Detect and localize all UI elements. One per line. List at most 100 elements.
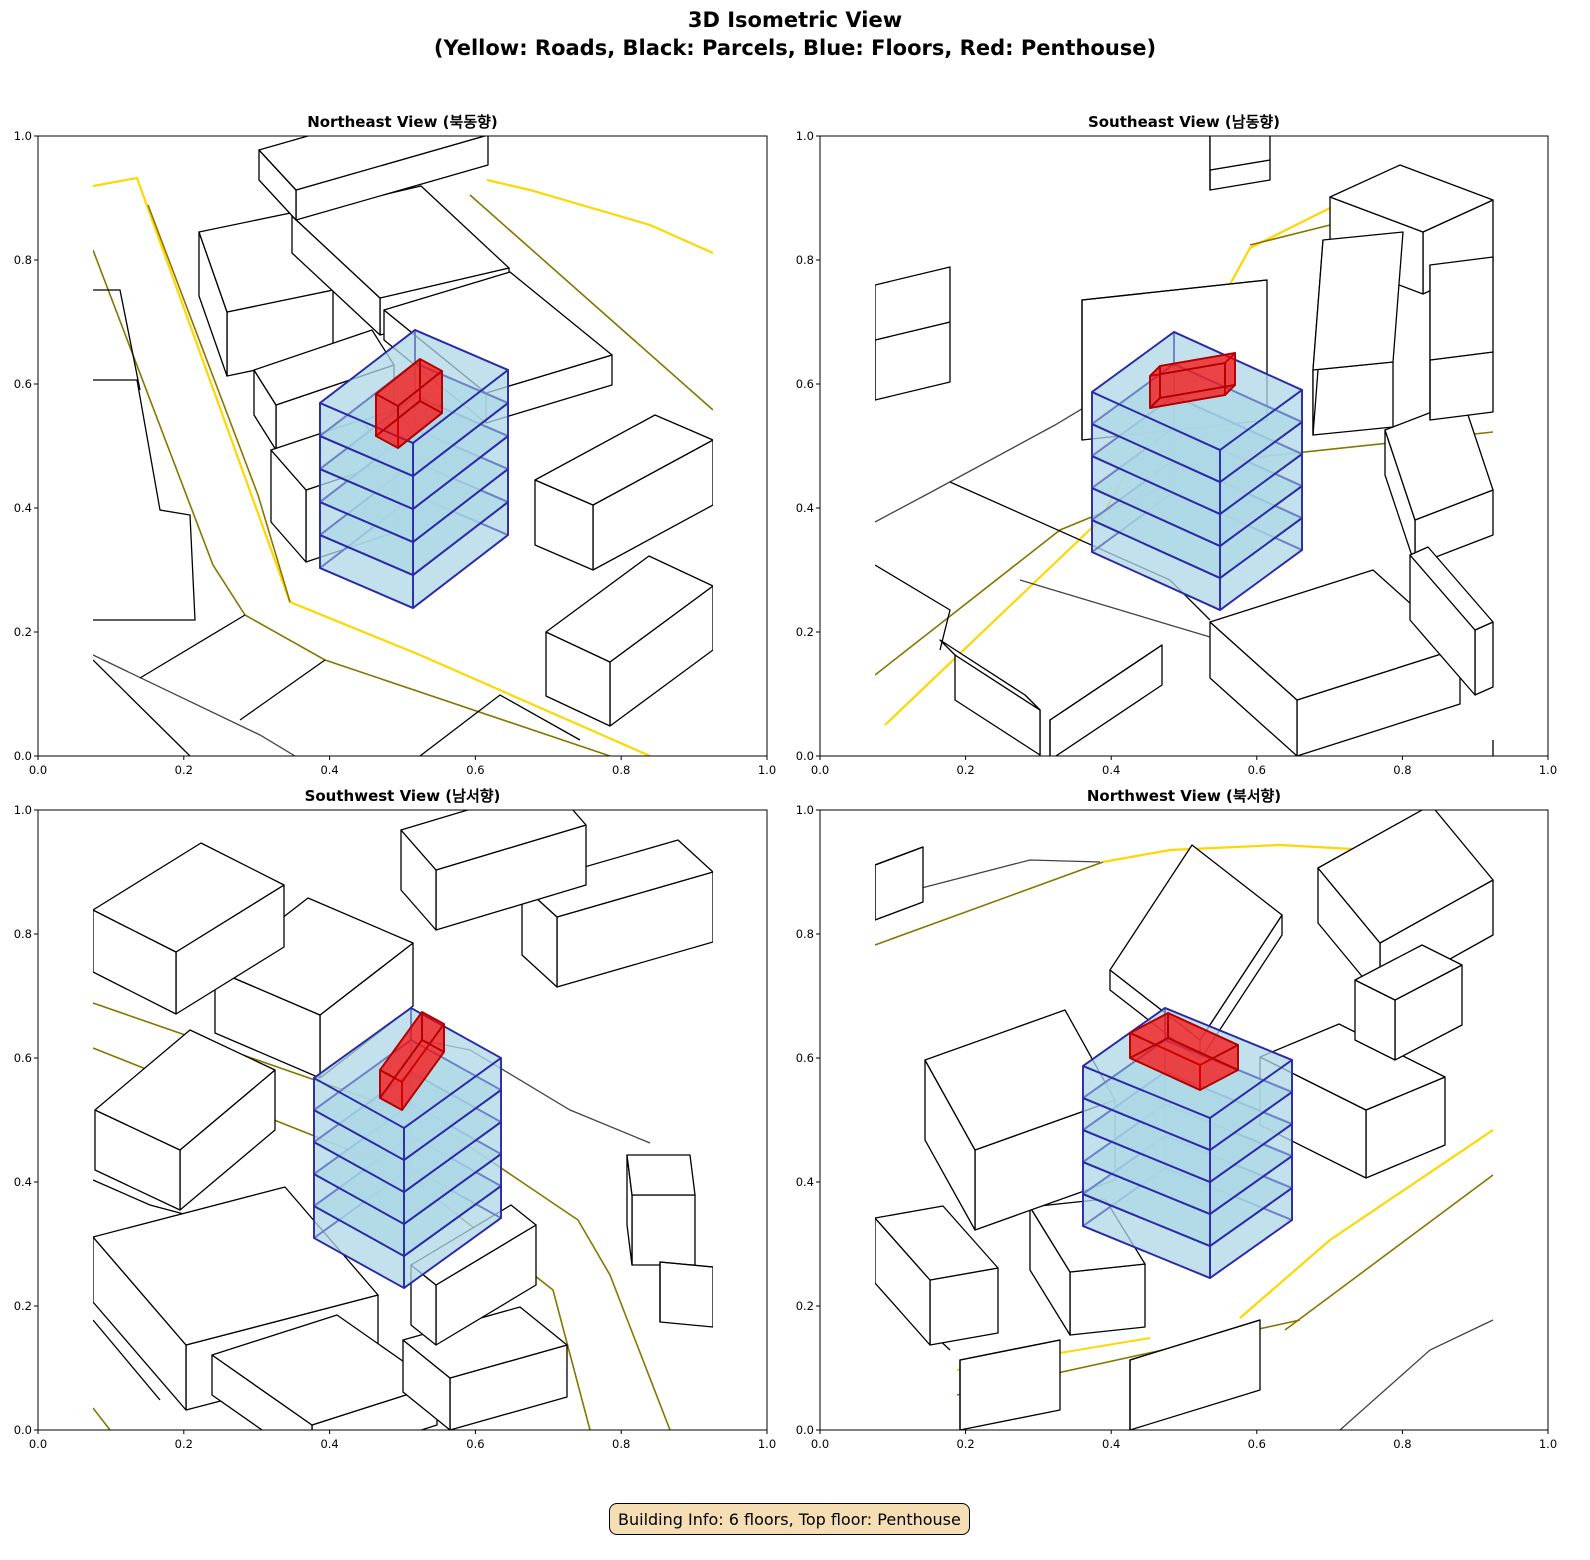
- y-tick-label: 1.0: [14, 129, 32, 143]
- y-tick-label: 0.4: [14, 1175, 32, 1189]
- road: [1102, 843, 1371, 864]
- axes-frame: [37, 135, 768, 757]
- x-tick-label: 0.0: [811, 763, 829, 777]
- subplot-4: Northwest View (북서향)0.00.00.20.20.40.40.…: [796, 787, 1557, 1451]
- figure-subtitle: (Yellow: Roads, Black: Parcels, Blue: Fl…: [433, 36, 1157, 60]
- y-tick-label: 0.2: [14, 1299, 32, 1313]
- parcel-building: [1474, 621, 1494, 696]
- parcel-building: [1081, 279, 1268, 301]
- parcel-building: [659, 1261, 713, 1328]
- x-tick-label: 0.8: [612, 763, 630, 777]
- x-tick-label: 1.0: [758, 1437, 776, 1451]
- parcel-building: [93, 1186, 379, 1346]
- y-tick-label: 0.2: [796, 1299, 814, 1313]
- parcel-line: [93, 379, 196, 621]
- parcel-line: [93, 289, 141, 391]
- parcel-building: [1129, 1319, 1261, 1361]
- x-tick-label: 0.2: [956, 1437, 974, 1451]
- penthouse: [1129, 1037, 1239, 1091]
- parcel-line: [1339, 1319, 1494, 1430]
- parcel-line: [139, 614, 246, 679]
- parcel-building: [400, 810, 587, 871]
- y-tick-label: 1.0: [14, 803, 32, 817]
- x-tick-label: 0.4: [1102, 1437, 1120, 1451]
- parcel-building: [258, 136, 487, 191]
- x-tick-label: 0.2: [175, 763, 193, 777]
- road-edge: [93, 1407, 111, 1430]
- x-tick-label: 1.0: [1539, 763, 1557, 777]
- parcel-line: [239, 659, 326, 721]
- parcel-building: [1429, 351, 1494, 421]
- parcel-building: [929, 1267, 999, 1346]
- parcel-building: [939, 639, 1041, 711]
- x-tick-label: 0.0: [29, 763, 47, 777]
- parcel-building: [631, 1194, 696, 1266]
- parcel-building: [94, 1029, 276, 1151]
- y-tick-label: 0.8: [14, 927, 32, 941]
- x-tick-label: 0.8: [1393, 763, 1411, 777]
- road-edge: [469, 194, 713, 411]
- parcel-building: [534, 414, 713, 506]
- parcel-building: [875, 1205, 999, 1281]
- subplot-2: Southeast View (남동향)0.00.00.20.20.40.40.…: [796, 113, 1557, 777]
- parcel-building: [1209, 136, 1271, 171]
- x-tick-label: 0.4: [320, 763, 338, 777]
- x-tick-label: 0.6: [1248, 1437, 1266, 1451]
- parcel-line: [1019, 579, 1221, 641]
- axes-frame: [37, 809, 768, 1431]
- x-tick-label: 0.8: [1393, 1437, 1411, 1451]
- building-info-box: Building Info: 6 floors, Top floor: Pent…: [609, 1503, 970, 1535]
- parcel-building: [1209, 569, 1461, 701]
- penthouse: [375, 400, 443, 449]
- parcel-building: [1069, 1263, 1146, 1336]
- parcel-line: [93, 1319, 161, 1401]
- y-tick-label: 0.4: [796, 501, 814, 515]
- subplot-3: Southwest View (남서향)0.00.00.20.20.40.40.…: [14, 787, 776, 1451]
- penthouse: [379, 1039, 445, 1111]
- parcel-building: [402, 1306, 568, 1379]
- parcel-building: [959, 1339, 1061, 1361]
- parcel-building: [545, 555, 713, 663]
- y-tick-label: 0.0: [14, 749, 32, 763]
- parcel-building: [1354, 944, 1463, 1001]
- y-tick-label: 0.6: [14, 377, 32, 391]
- y-tick-label: 1.0: [796, 129, 814, 143]
- y-tick-label: 0.8: [14, 253, 32, 267]
- road: [486, 178, 713, 255]
- parcel-building: [93, 842, 285, 953]
- y-tick-label: 0.4: [796, 1175, 814, 1189]
- subplot-title: Northeast View (북동향): [307, 113, 498, 131]
- road-edge: [1284, 1174, 1494, 1331]
- y-tick-label: 0.6: [796, 1051, 814, 1065]
- road-edge: [1249, 224, 1331, 246]
- parcel-building: [1259, 1023, 1446, 1111]
- y-tick-label: 0.8: [796, 253, 814, 267]
- axes-frame: [819, 135, 1549, 757]
- y-tick-label: 0.0: [14, 1423, 32, 1437]
- isometric-scene: [875, 810, 1494, 1430]
- parcel-building: [1312, 231, 1404, 371]
- parcel-building: [291, 185, 510, 299]
- y-tick-label: 0.0: [796, 1423, 814, 1437]
- subplot-1: Northeast View (북동향)0.00.00.20.20.40.40.…: [14, 113, 776, 777]
- parcel-building: [875, 266, 951, 341]
- x-tick-label: 1.0: [1539, 1437, 1557, 1451]
- road-edge: [147, 204, 291, 603]
- parcel-building: [626, 1154, 696, 1196]
- floor-5: [313, 1007, 502, 1129]
- parcel-line: [875, 859, 1101, 901]
- x-tick-label: 0.4: [320, 1437, 338, 1451]
- axes-frame: [819, 809, 1549, 1431]
- subplot-title: Southwest View (남서향): [305, 787, 501, 805]
- parcel-building: [875, 846, 924, 866]
- parcel-line: [93, 654, 296, 756]
- parcel-building: [1109, 844, 1283, 1041]
- isometric-scene: [93, 136, 713, 756]
- parcel-line: [875, 564, 951, 651]
- x-tick-label: 0.2: [956, 763, 974, 777]
- parcel-building: [1317, 810, 1494, 944]
- parcel-line: [419, 694, 581, 756]
- parcel-building: [214, 897, 414, 1016]
- x-tick-label: 1.0: [758, 763, 776, 777]
